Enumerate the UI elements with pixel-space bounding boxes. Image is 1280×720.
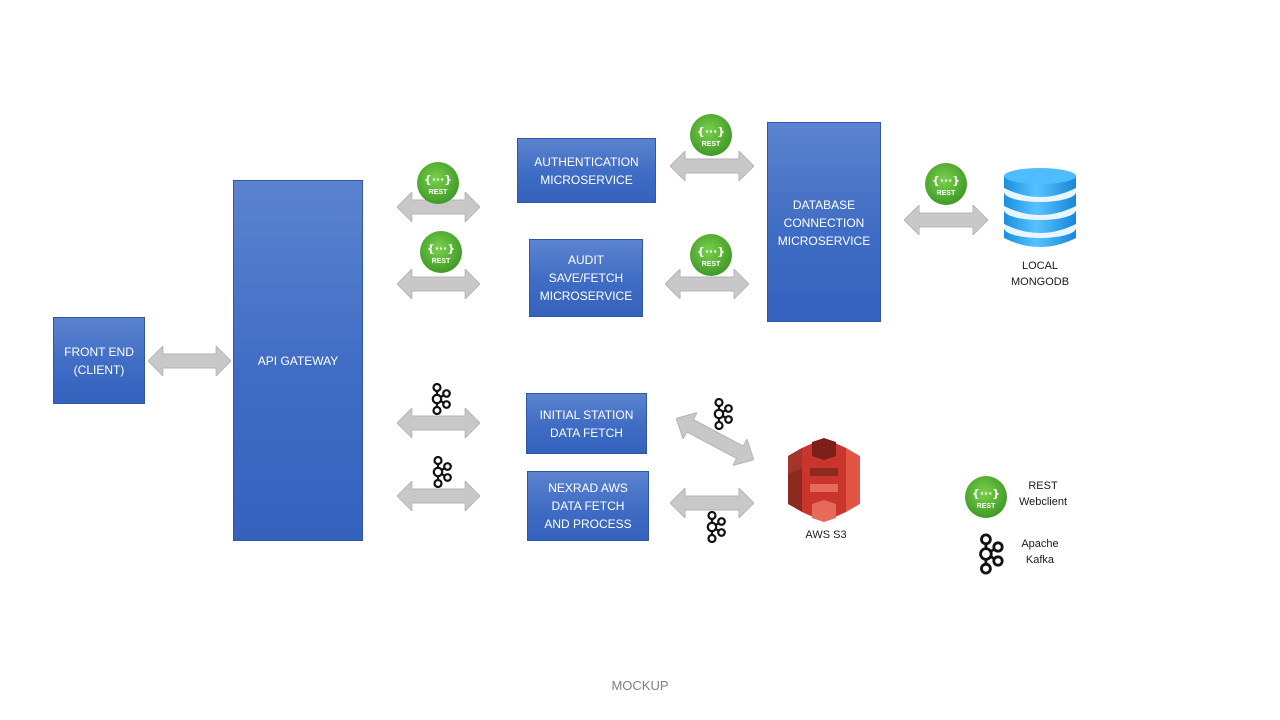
legend-kafka-label: Apache Kafka <box>1021 538 1059 566</box>
mongodb-label: LOCAL MONGODB <box>1010 260 1070 288</box>
api-gateway-box: API GATEWAY <box>233 180 363 541</box>
kafka-icon <box>431 383 451 415</box>
arrow-frontend-gateway <box>148 346 231 376</box>
legend-rest-icon <box>965 476 1007 518</box>
frontend-box: FRONT END (CLIENT) <box>53 317 145 404</box>
initial-station-box: INITIAL STATION DATA FETCH <box>526 393 647 454</box>
aws-s3-icon <box>788 438 860 522</box>
authentication-microservice-box: AUTHENTICATION MICROSERVICE <box>517 138 656 203</box>
arrow-database-mongodb <box>904 205 988 235</box>
rest-icon <box>420 231 462 273</box>
kafka-icon <box>432 456 452 488</box>
database-connection-microservice-box: DATABASE CONNECTION MICROSERVICE <box>767 122 881 322</box>
nexrad-box: NEXRAD AWS DATA FETCH AND PROCESS <box>527 471 649 541</box>
database-icon <box>1004 168 1076 247</box>
legend-rest-label: REST Webclient <box>1018 480 1068 508</box>
footer-caption: MOCKUP <box>611 678 669 693</box>
kafka-icon <box>713 398 733 430</box>
rest-icon <box>690 234 732 276</box>
kafka-icon <box>706 511 726 543</box>
aws-s3-label: AWS S3 <box>805 529 847 541</box>
rest-icon <box>690 114 732 156</box>
rest-icon <box>925 163 967 205</box>
rest-icon <box>417 162 459 204</box>
audit-microservice-box: AUDIT SAVE/FETCH MICROSERVICE <box>529 239 643 317</box>
